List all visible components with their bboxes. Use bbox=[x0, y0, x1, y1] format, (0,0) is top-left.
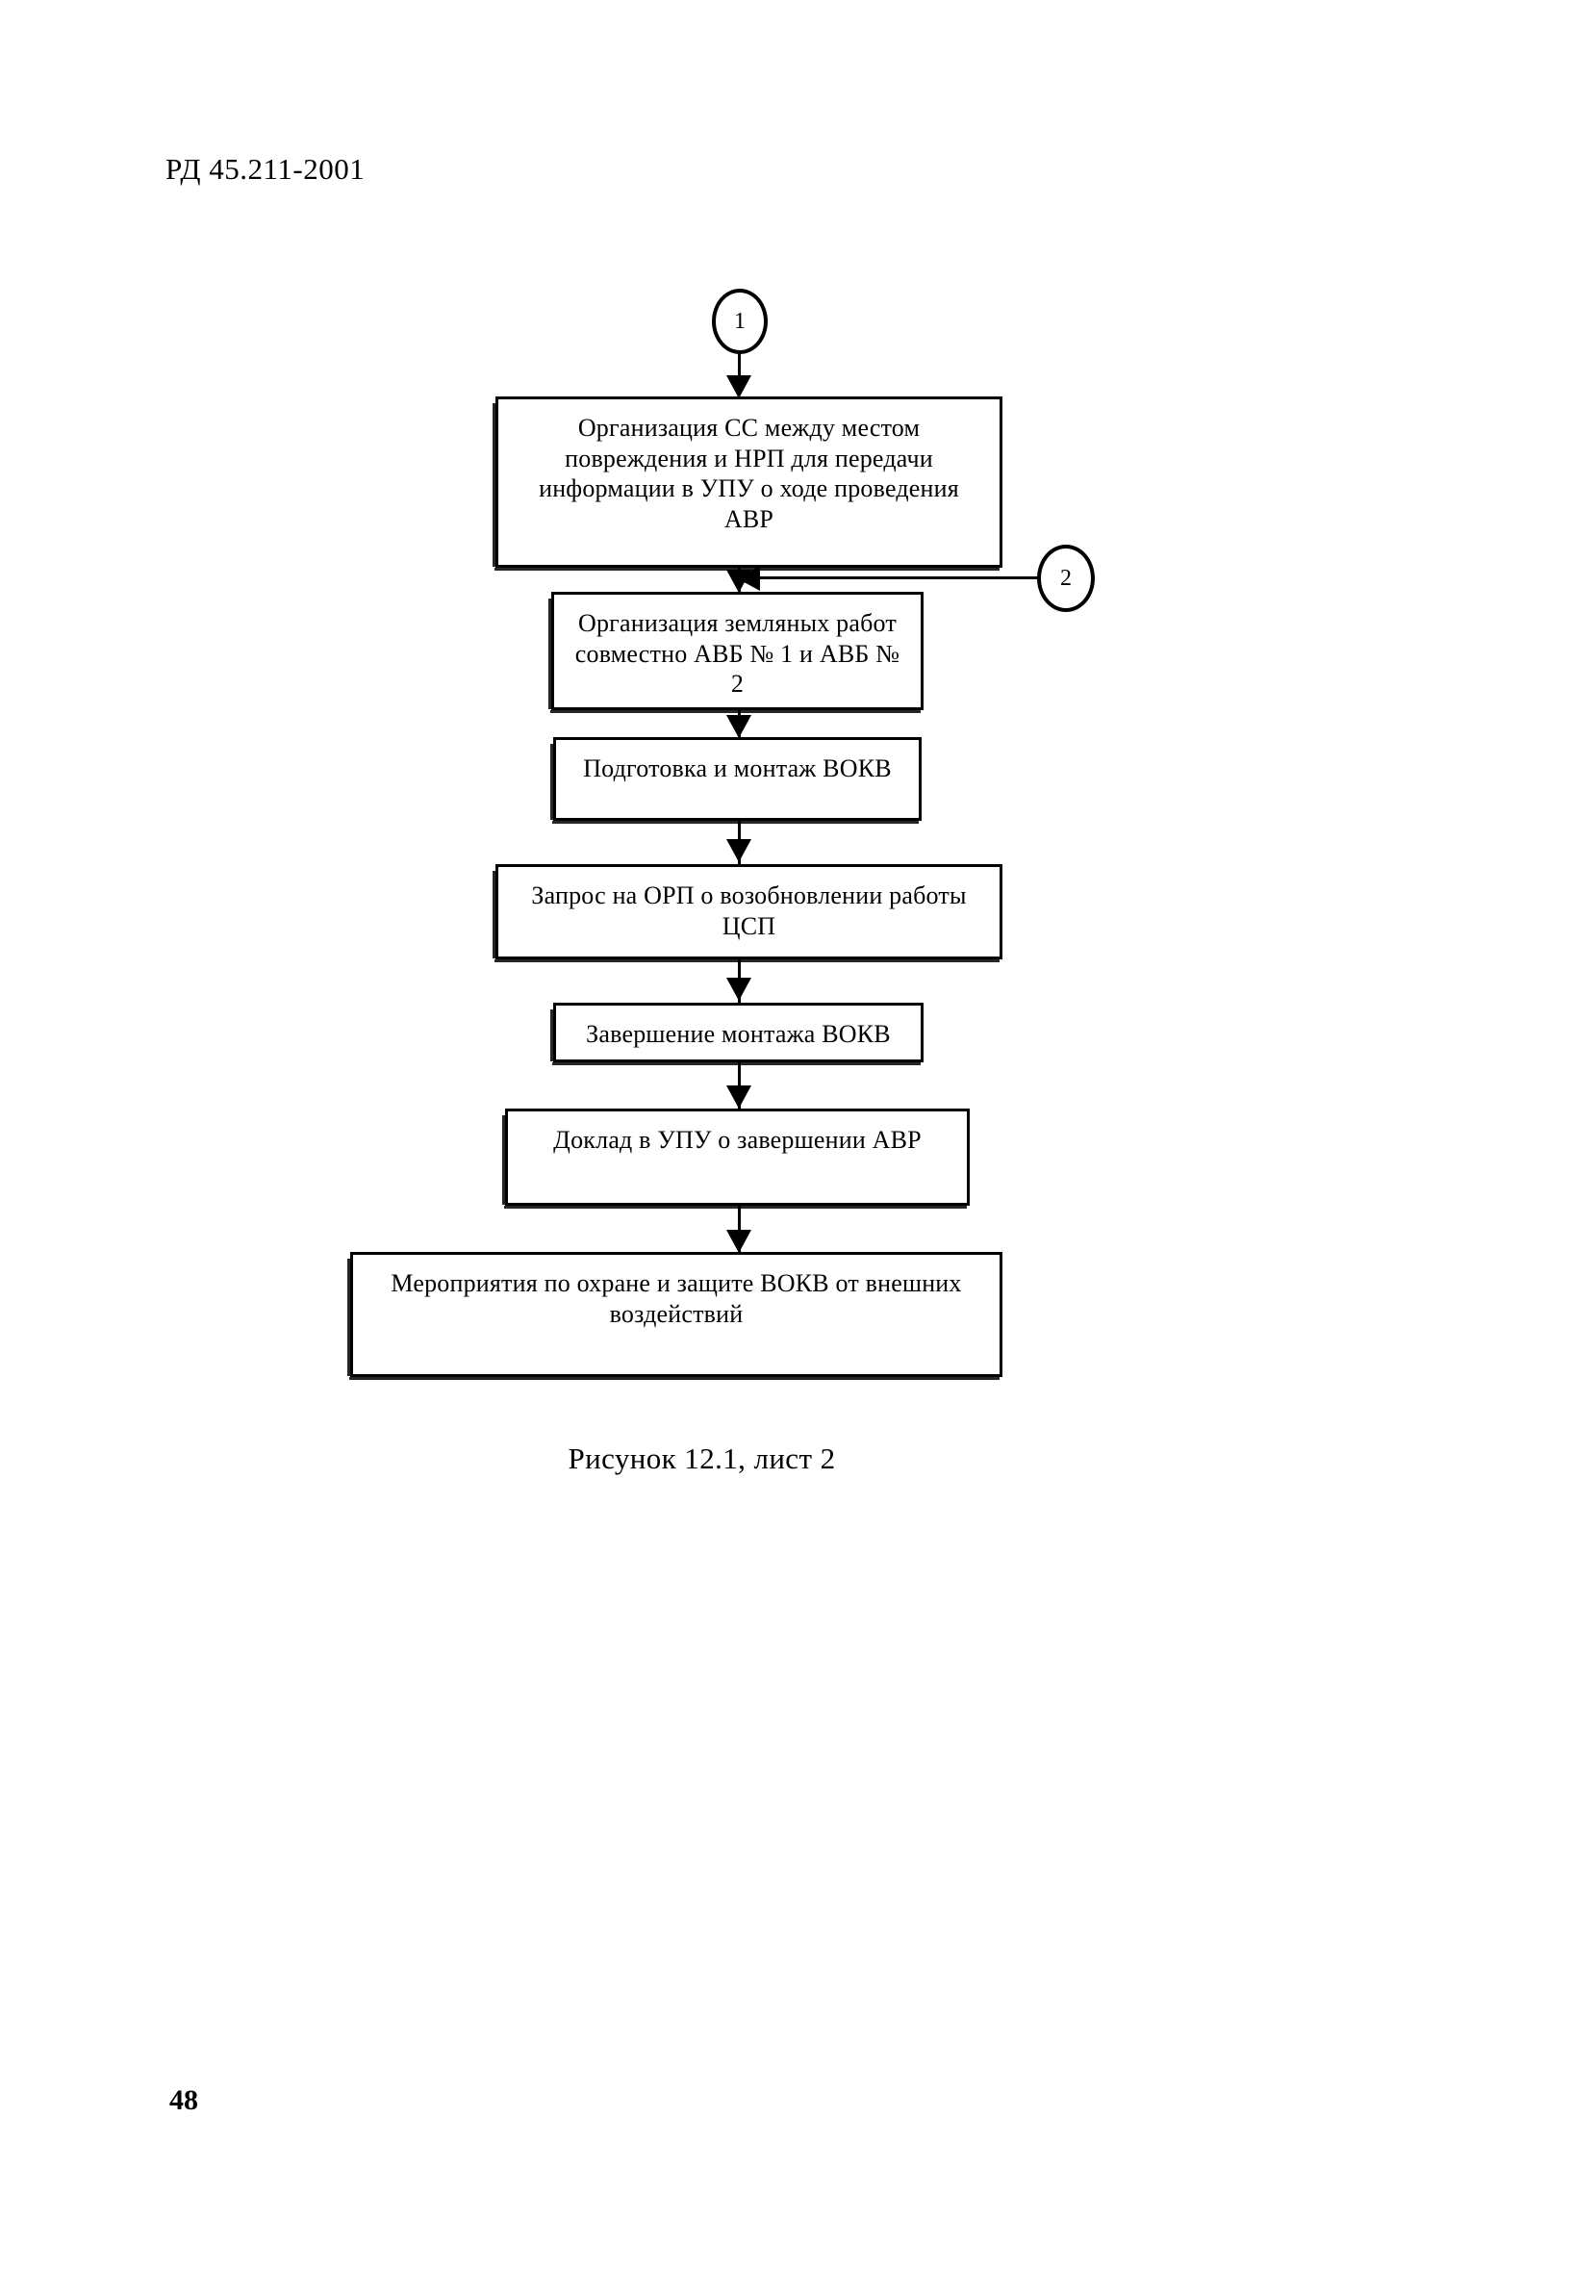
edge-node2-to-node3-arrowhead bbox=[726, 715, 751, 738]
connector-circle-2-label: 2 bbox=[1060, 566, 1072, 591]
figure-caption: Рисунок 12.1, лист 2 bbox=[0, 1441, 1596, 1476]
node-5-label: Завершение монтажа ВОКВ bbox=[586, 1020, 891, 1048]
node-organizaciya-ss: Организация СС между местом повреждения … bbox=[493, 396, 1002, 571]
page-number: 48 bbox=[169, 2084, 198, 2116]
edge-node3-to-node4-arrowhead bbox=[726, 839, 751, 862]
node-meropriyatiya-po-ohrane: Мероприятия по охране и защите ВОКВ от в… bbox=[347, 1252, 1002, 1380]
node-3-label: Подготовка и монтаж ВОКВ bbox=[583, 754, 892, 782]
node-7-label: Мероприятия по охране и защите ВОКВ от в… bbox=[391, 1269, 962, 1328]
edge-connector1-to-node1-arrowhead bbox=[726, 375, 751, 398]
node-doklad-v-upu: Доклад в УПУ о завершении АВР bbox=[502, 1109, 970, 1209]
node-podgotovka-montazh-vokv: Подготовка и монтаж ВОКВ bbox=[550, 737, 922, 824]
document-header: РД 45.211-2001 bbox=[165, 152, 366, 186]
node-1-label: Организация СС между местом повреждения … bbox=[539, 414, 959, 534]
edge-node4-to-node5-arrowhead bbox=[726, 978, 751, 1001]
edge-node5-to-node6-arrowhead bbox=[726, 1085, 751, 1109]
node-6-label: Доклад в УПУ о завершении АВР bbox=[553, 1126, 922, 1154]
node-zavershenie-montazha-vokv: Завершение монтажа ВОКВ bbox=[550, 1003, 924, 1065]
connector-circle-2: 2 bbox=[1037, 545, 1095, 612]
edge-connector1-to-node1-line bbox=[738, 352, 741, 387]
edge-connector2-to-node2-line bbox=[758, 576, 1039, 579]
node-zapros-na-orp: Запрос на ОРП о возобновлении работы ЦСП bbox=[493, 864, 1002, 962]
node-2-label: Организация земляных работ совместно АВБ… bbox=[574, 609, 900, 699]
figure-caption-text: Рисунок 12.1, лист 2 bbox=[568, 1441, 836, 1475]
edge-connector2-to-node2-arrowhead bbox=[737, 566, 760, 591]
flowchart: 1 Организация СС между местом повреждени… bbox=[347, 289, 1095, 1380]
connector-circle-1: 1 bbox=[712, 289, 768, 354]
edge-node6-to-node7-arrowhead bbox=[726, 1230, 751, 1253]
node-organizaciya-zemlyanyh-rabot: Организация земляных работ совместно АВБ… bbox=[548, 592, 924, 713]
node-4-label: Запрос на ОРП о возобновлении работы ЦСП bbox=[531, 881, 967, 940]
connector-circle-1-label: 1 bbox=[734, 309, 746, 334]
